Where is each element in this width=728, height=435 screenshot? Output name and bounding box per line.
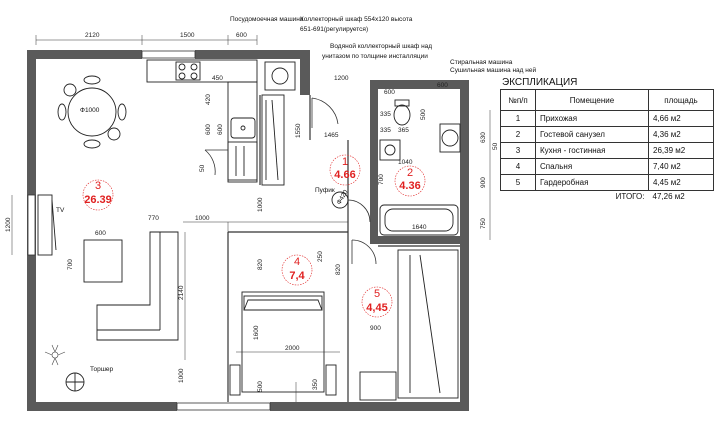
dimension-lines	[11, 35, 491, 402]
sofa	[83, 231, 179, 341]
room-3-area: 26.39	[84, 194, 112, 206]
table-header-row: №п/п Помещение площадь	[500, 89, 714, 111]
svg-text:1000: 1000	[195, 215, 210, 222]
note-dishwasher: Посудомоечная машина	[230, 16, 304, 23]
svg-text:770: 770	[148, 215, 159, 222]
room-2-area: 4.36	[399, 180, 420, 192]
svg-text:900: 900	[480, 177, 487, 188]
svg-text:630: 630	[480, 132, 487, 143]
room-1-number: 1	[342, 156, 348, 168]
room-markers: 1 4.66 2 4.36 3 26.39 4 7,4 5 4,45	[84, 156, 420, 314]
svg-text:1000: 1000	[257, 197, 264, 212]
total-label: ИТОГО:	[615, 191, 645, 201]
plan-notes: Посудомоечная машина Коллекторный шкаф 5…	[56, 15, 536, 373]
table-row: 2 Гостевой санузел 4,36 м2	[500, 126, 714, 143]
svg-text:1600: 1600	[253, 325, 260, 340]
svg-text:1000: 1000	[178, 368, 185, 383]
svg-text:600: 600	[205, 124, 212, 135]
header-area: площадь	[648, 89, 714, 111]
plant	[44, 344, 66, 366]
svg-text:750: 750	[480, 218, 487, 229]
svg-text:50: 50	[492, 142, 499, 150]
svg-text:600: 600	[236, 32, 247, 39]
doors	[204, 97, 377, 265]
note-washer: Стиральная машина	[450, 59, 513, 66]
header-num: №п/п	[500, 89, 536, 111]
svg-text:1500: 1500	[180, 32, 195, 39]
tv-stand	[37, 194, 57, 256]
svg-text:335: 335	[380, 127, 391, 134]
svg-text:820: 820	[335, 264, 342, 275]
total-value: 47,26 м2	[652, 191, 685, 201]
room-4-area: 7,4	[289, 270, 305, 282]
room-5-number: 5	[374, 288, 380, 300]
room-1-area: 4.66	[334, 169, 355, 181]
table-row: 4 Спальня 7,40 м2	[500, 158, 714, 175]
note-collector-2: 651-691(регулируется)	[300, 26, 368, 33]
walls	[27, 50, 469, 411]
kitchen-counter	[146, 59, 296, 186]
note-table-diam: Ф1000	[80, 107, 100, 114]
note-lamp: Торшер	[90, 366, 114, 373]
floor-lamp	[65, 372, 85, 392]
svg-text:365: 365	[398, 127, 409, 134]
svg-text:820: 820	[257, 259, 264, 270]
bathroom-fixtures	[379, 99, 461, 236]
dining-table	[57, 75, 127, 149]
svg-text:2120: 2120	[85, 32, 100, 39]
room-2-number: 2	[407, 167, 413, 179]
note-water-1: Водяной коллекторный шкаф над	[330, 42, 432, 50]
note-dryer: Сушильная машина над ней	[450, 66, 536, 74]
svg-text:350: 350	[312, 379, 319, 390]
svg-text:500: 500	[257, 381, 264, 392]
windows	[27, 50, 271, 411]
table-row: 5 Гардеробная 4,45 м2	[500, 174, 714, 191]
svg-text:900: 900	[370, 325, 381, 332]
svg-text:1640: 1640	[412, 224, 427, 231]
svg-text:600: 600	[217, 124, 224, 135]
note-collector-1: Коллекторный шкаф 554х120 высота	[300, 15, 413, 23]
table-row: 3 Кухня - гостинная 26,39 м2	[500, 142, 714, 159]
svg-text:500: 500	[420, 109, 427, 120]
table-total-row: ИТОГО: 47,26 м2	[501, 191, 714, 202]
room-marker-circles	[82, 154, 426, 318]
svg-text:250: 250	[317, 251, 324, 262]
dimension-labels: 2120 1500 600 450 420 600 600 50 1200 15…	[5, 32, 499, 392]
svg-text:2000: 2000	[285, 345, 300, 352]
note-pouf: Пуфик	[315, 187, 335, 194]
svg-text:700: 700	[67, 259, 74, 270]
svg-text:335: 335	[380, 111, 391, 118]
table-row: 1 Прихожая 4,66 м2	[500, 110, 714, 127]
room-5-area: 4,45	[366, 302, 387, 314]
header-room: Помещение	[535, 89, 649, 111]
note-water-2: унитазом по толщине инсталляции	[322, 53, 428, 60]
room-4-number: 4	[294, 256, 300, 268]
room-3-number: 3	[95, 180, 101, 192]
svg-text:450: 450	[212, 75, 223, 82]
bed	[229, 291, 337, 396]
svg-text:700: 700	[378, 174, 385, 185]
svg-text:1200: 1200	[5, 217, 12, 232]
pouf	[331, 191, 349, 209]
svg-text:1550: 1550	[295, 123, 302, 138]
svg-text:600: 600	[437, 82, 448, 89]
partitions	[227, 95, 460, 402]
svg-text:420: 420	[205, 94, 212, 105]
note-tv: TV	[56, 207, 65, 214]
svg-text:600: 600	[384, 89, 395, 96]
svg-text:1200: 1200	[334, 75, 349, 82]
svg-text:1040: 1040	[398, 159, 413, 166]
explication-table: №п/п Помещение площадь 1 Прихожая 4,66 м…	[500, 89, 714, 201]
svg-text:50: 50	[199, 164, 206, 172]
svg-text:1465: 1465	[324, 132, 339, 139]
svg-text:2140: 2140	[178, 285, 185, 300]
wardrobe	[359, 249, 459, 401]
svg-text:600: 600	[95, 230, 106, 237]
explication-title: ЭКСПЛИКАЦИЯ	[502, 77, 578, 88]
